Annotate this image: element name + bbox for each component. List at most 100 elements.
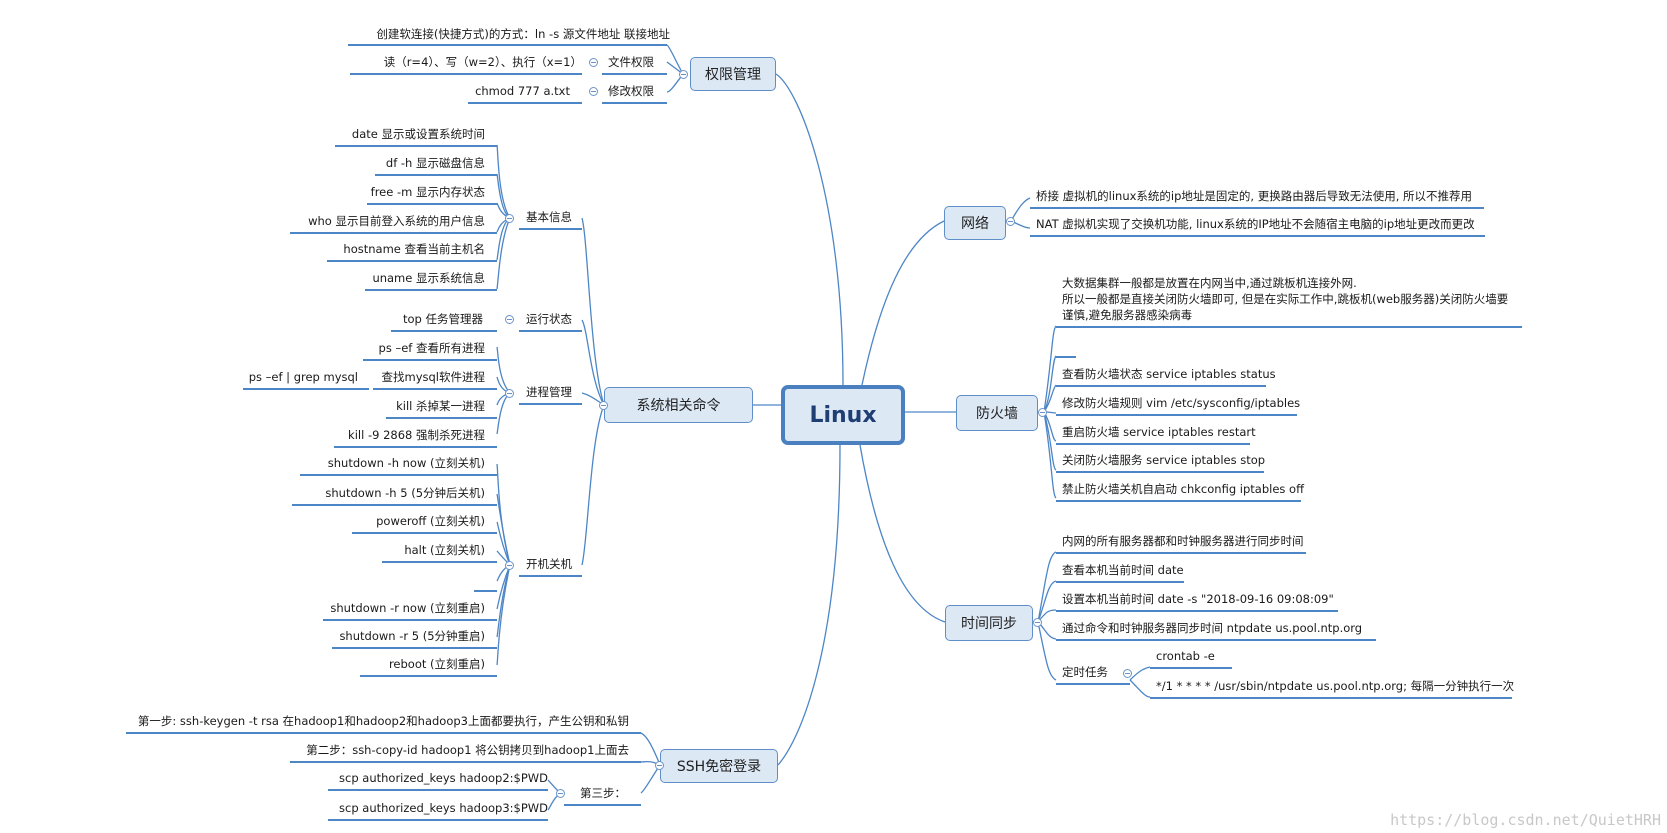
ssh-step2[interactable]: 第二步：ssh-copy-id hadoop1 将公钥拷贝到hadoop1上面去 — [306, 743, 629, 757]
timesync-item[interactable]: 查看本机当前时间 date — [1062, 563, 1184, 577]
node-underline — [290, 761, 641, 763]
process-node[interactable]: 进程管理 — [526, 385, 572, 399]
basic-info-item[interactable]: uname 显示系统信息 — [372, 271, 485, 285]
cron-node[interactable]: 定时任务 — [1062, 665, 1108, 679]
collapse-toggle-icon[interactable] — [1006, 217, 1015, 226]
basic-info-item[interactable]: hostname 查看当前主机名 — [343, 242, 485, 256]
node-underline — [373, 388, 497, 390]
cron-item[interactable]: */1 * * * * /usr/sbin/ntpdate us.pool.nt… — [1156, 679, 1515, 693]
firewall-note-line: 大数据集群一般都是放置在内网当中,通过跳板机连接外网. — [1062, 276, 1357, 290]
power-item[interactable]: shutdown -r 5 (5分钟重启) — [339, 629, 485, 643]
node-underline — [352, 532, 497, 534]
collapse-toggle-icon[interactable] — [589, 58, 598, 67]
node-underline — [1056, 356, 1076, 358]
firewall-item[interactable]: 关闭防火墙服务 service iptables stop — [1062, 453, 1266, 467]
process-sub-item[interactable]: ps –ef | grep mysql — [248, 370, 358, 384]
collapse-toggle-icon[interactable] — [599, 401, 608, 410]
node-underline — [367, 203, 497, 205]
power-item[interactable]: halt (立刻关机) — [404, 543, 485, 557]
firewall-item[interactable]: 修改防火墙规则 vim /etc/sysconfig/iptables — [1062, 396, 1301, 410]
topic-timesync[interactable]: 时间同步 — [945, 605, 1033, 641]
root-label: Linux — [809, 402, 877, 428]
node-underline — [375, 174, 497, 176]
node-underline — [474, 590, 497, 592]
topic-ssh[interactable]: SSH免密登录 — [660, 749, 778, 783]
node-underline — [391, 330, 497, 332]
firewall-item[interactable]: 查看防火墙状态 service iptables status — [1062, 367, 1276, 381]
ssh-step3[interactable]: 第三步： — [580, 786, 626, 800]
basic-info-node[interactable]: 基本信息 — [526, 210, 572, 224]
softlink-node[interactable]: 创建软连接(快捷方式)的方式：ln -s 源文件地址 联接地址 — [376, 27, 670, 41]
node-underline — [323, 619, 497, 621]
basic-info-item[interactable]: date 显示或设置系统时间 — [351, 127, 485, 141]
topic-system-label: 系统相关命令 — [636, 398, 721, 414]
file-perm-value-node[interactable]: 读（r=4）、写（w=2）、执行（x=1） — [383, 55, 582, 69]
basic-info-item[interactable]: free -m 显示内存状态 — [370, 185, 485, 199]
firewall-note-line: 所以一般都是直接关闭防火墙即可, 但是在实际工作中,跳板机(web服务器)关闭防… — [1062, 292, 1509, 306]
node-underline — [126, 732, 641, 734]
node-underline — [335, 145, 497, 147]
node-underline — [519, 330, 582, 332]
timesync-item[interactable]: 设置本机当前时间 date -s "2018-09-16 09:08:09" — [1062, 592, 1334, 606]
collapse-toggle-icon[interactable] — [505, 315, 514, 324]
collapse-toggle-icon[interactable] — [679, 70, 688, 79]
collapse-toggle-icon[interactable] — [505, 389, 514, 398]
firewall-item[interactable]: 禁止防火墙关机自启动 chkconfig iptables off — [1062, 482, 1304, 496]
timesync-item[interactable]: 内网的所有服务器都和时钟服务器进行同步时间 — [1062, 534, 1304, 548]
process-item[interactable]: kill -9 2868 强制杀死进程 — [348, 428, 485, 442]
firewall-item[interactable]: 重启防火墙 service iptables restart — [1062, 425, 1256, 439]
node-underline — [1056, 385, 1266, 387]
collapse-toggle-icon[interactable] — [556, 789, 565, 798]
ssh-step1[interactable]: 第一步: ssh-keygen -t rsa 在hadoop1和hadoop2和… — [137, 714, 629, 728]
node-underline — [1056, 414, 1297, 416]
topic-firewall[interactable]: 防火墙 — [956, 395, 1038, 431]
collapse-toggle-icon[interactable] — [1033, 618, 1042, 627]
root-topic[interactable]: Linux — [781, 385, 905, 445]
node-underline — [386, 417, 497, 419]
runtime-node[interactable]: 运行状态 — [526, 312, 572, 326]
modify-perm-node[interactable]: 修改权限 — [608, 84, 654, 98]
process-item[interactable]: ps –ef 查看所有进程 — [378, 341, 485, 355]
topic-firewall-label: 防火墙 — [976, 406, 1018, 422]
power-item[interactable]: shutdown -r now (立刻重启) — [330, 601, 485, 615]
process-item[interactable]: kill 杀掉某一进程 — [396, 399, 485, 413]
node-underline — [292, 504, 497, 506]
process-item[interactable]: 查找mysql软件进程 — [381, 370, 486, 384]
collapse-toggle-icon[interactable] — [1123, 669, 1132, 678]
collapse-toggle-icon[interactable] — [505, 561, 514, 570]
basic-info-item[interactable]: who 显示目前登入系统的用户信息 — [308, 214, 485, 228]
node-underline — [1056, 639, 1376, 641]
topic-ssh-label: SSH免密登录 — [676, 759, 762, 775]
node-underline — [1056, 552, 1306, 554]
node-underline — [350, 73, 582, 75]
basic-info-item[interactable]: df -h 显示磁盘信息 — [385, 156, 485, 170]
file-perm-node[interactable]: 文件权限 — [608, 55, 654, 69]
topic-system[interactable]: 系统相关命令 — [604, 387, 753, 423]
power-node[interactable]: 开机关机 — [526, 557, 572, 571]
collapse-toggle-icon[interactable] — [1038, 408, 1047, 417]
collapse-toggle-icon[interactable] — [589, 87, 598, 96]
node-underline — [348, 44, 667, 46]
network-item[interactable]: NAT 虚拟机实现了交换机功能, linux系统的IP地址不会随宿主电脑的ip地… — [1036, 217, 1475, 231]
topic-network[interactable]: 网络 — [944, 206, 1006, 240]
runtime-item[interactable]: top 任务管理器 — [403, 312, 483, 326]
power-item[interactable]: reboot (立刻重启) — [388, 657, 485, 671]
node-underline — [290, 232, 497, 234]
collapse-toggle-icon[interactable] — [505, 214, 514, 223]
collapse-toggle-icon[interactable] — [655, 761, 664, 770]
node-underline — [564, 804, 641, 806]
node-underline — [1056, 500, 1301, 502]
timesync-item[interactable]: 通过命令和时钟服务器同步时间 ntpdate us.pool.ntp.org — [1062, 621, 1363, 635]
ssh-step3-item[interactable]: scp authorized_keys hadoop3:$PWD — [339, 801, 548, 815]
node-underline — [602, 73, 667, 75]
power-item[interactable]: shutdown -h now (立刻关机) — [327, 456, 485, 470]
topic-permissions[interactable]: 权限管理 — [690, 57, 776, 91]
power-item[interactable]: poweroff (立刻关机) — [376, 514, 485, 528]
network-item[interactable]: 桥接 虚拟机的linux系统的ip地址是固定的, 更换路由器后导致无法使用, 所… — [1036, 189, 1473, 203]
power-item[interactable]: shutdown -h 5 (5分钟后关机) — [325, 486, 485, 500]
cron-item[interactable]: crontab -e — [1156, 649, 1215, 663]
ssh-step3-item[interactable]: scp authorized_keys hadoop2:$PWD — [339, 771, 548, 785]
node-underline — [602, 102, 667, 104]
modify-perm-value-node[interactable]: chmod 777 a.txt — [475, 84, 570, 98]
